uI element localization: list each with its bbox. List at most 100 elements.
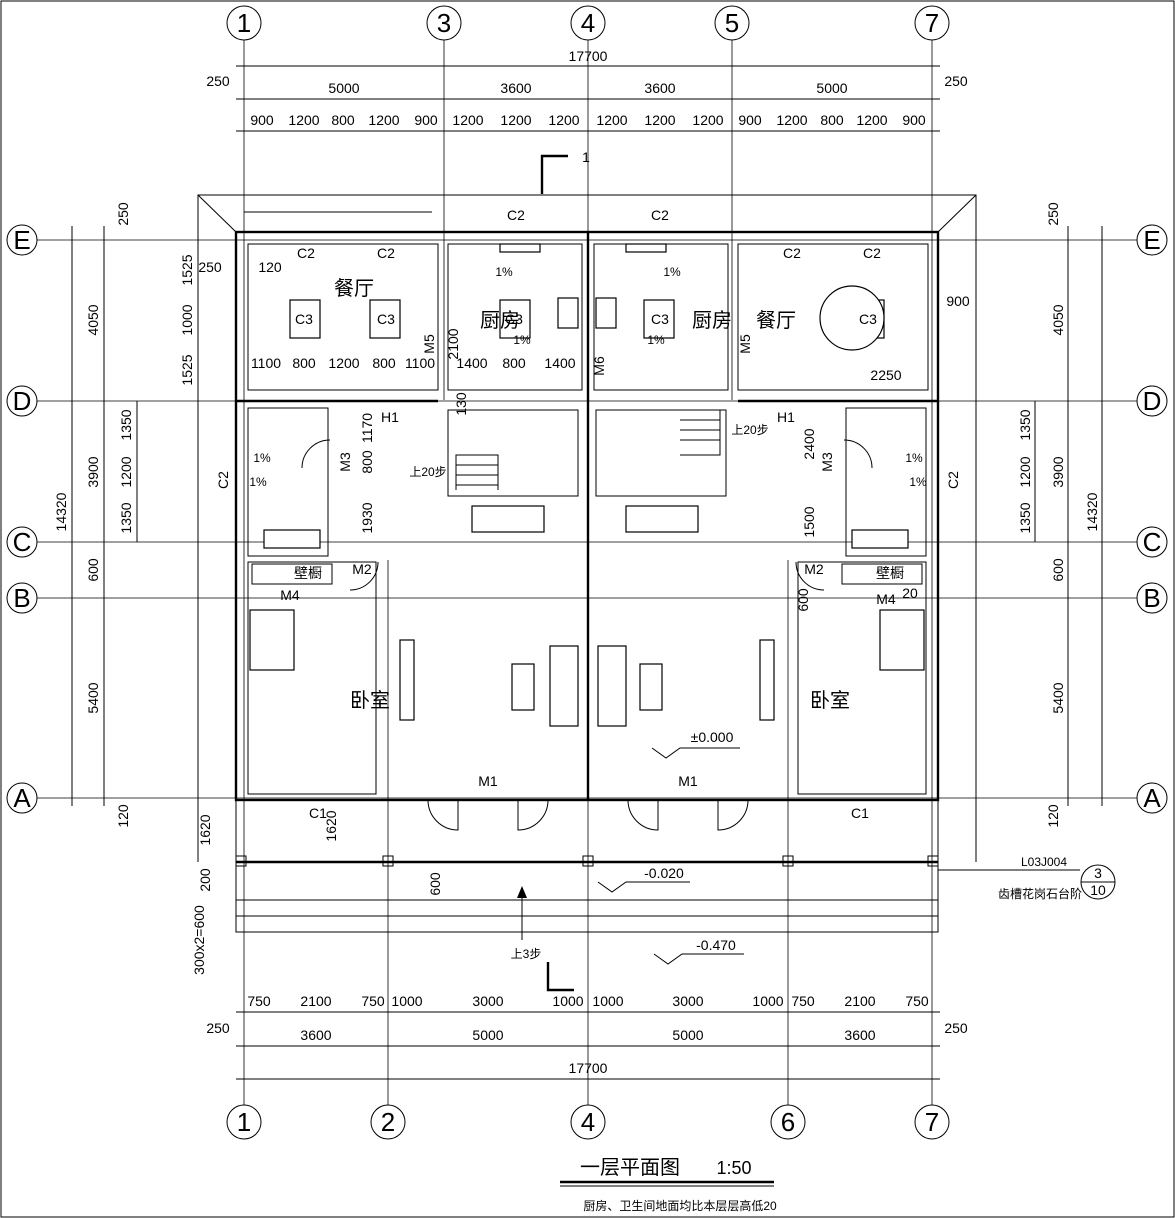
right-axis-bubbles: E D C B A <box>1136 224 1168 814</box>
dim-misc-12: 20 <box>902 585 918 601</box>
drawing-title: 一层平面图 <box>580 1157 680 1179</box>
axis-label-bottom-6: 6 <box>781 1107 795 1137</box>
dim-top-row3-11: 900 <box>738 112 762 128</box>
tag-m1-1: M1 <box>478 773 498 789</box>
level-floor: ±0.000 <box>691 729 734 745</box>
tag-m4-1: M4 <box>280 587 300 603</box>
stair-hall-right <box>595 409 727 497</box>
bedroom-right-outline <box>797 561 927 795</box>
dim-bottom-row1-5: 1000 <box>552 993 583 1009</box>
kitchen-counter-right <box>643 299 675 339</box>
section-marks: 1 <box>540 149 590 992</box>
column-7 <box>927 855 939 867</box>
dim-bottom-row1-4: 3000 <box>472 993 503 1009</box>
tag-c3-2: C3 <box>377 311 395 327</box>
dim-left-porch-2: 300x2=600 <box>191 905 207 975</box>
tag-c2-3: C2 <box>507 207 525 223</box>
dim-bottom-row2-a: 3600 <box>300 1027 331 1043</box>
tag-m5-2: M5 <box>737 334 753 354</box>
dim-bottom-row1-8: 1000 <box>752 993 783 1009</box>
tag-slope-2: 1% <box>663 265 681 279</box>
dim-misc-8: 1500 <box>801 506 817 537</box>
dim-top-edge-left: 250 <box>206 73 230 89</box>
door-m1-left-a <box>427 799 459 831</box>
sink-right <box>595 297 617 329</box>
tag-slope-7: 1% <box>905 451 923 465</box>
dim-bottom-row1-1: 2100 <box>300 993 331 1009</box>
dim-left-edge: 250 <box>115 202 131 226</box>
dim-dining-0: 1100 <box>251 355 281 371</box>
dim-top-edge-right: 250 <box>944 73 968 89</box>
bottom-axis-bubbles: 1 2 4 6 7 <box>226 1104 950 1140</box>
axis-label-right-A: A <box>1143 783 1161 813</box>
tag-m5-1: M5 <box>421 334 437 354</box>
furniture <box>249 243 925 727</box>
stair-right <box>680 409 721 456</box>
dim-top-row2-a: 5000 <box>328 80 359 96</box>
dim-bottom-row1-10: 2100 <box>844 993 875 1009</box>
dim-right-sub-1: 1200 <box>1017 456 1033 487</box>
drawing-scale: 1:50 <box>716 1158 751 1178</box>
dim-right-bay-2: 600 <box>1050 558 1066 582</box>
dim-bottom-row1-3: 1000 <box>391 993 422 1009</box>
dim-left-bay-2: 600 <box>85 558 101 582</box>
level-mark-floor-icon <box>651 747 740 759</box>
dim-bottom-row1-9: 750 <box>791 993 815 1009</box>
axis-label-bottom-2: 2 <box>381 1107 395 1137</box>
dim-top-row3-1: 1200 <box>288 112 319 128</box>
kitchen-counter-left <box>499 299 531 339</box>
dining-table-left-a <box>289 299 321 339</box>
room-label-kitchen-right: 厨房 <box>692 309 732 332</box>
dim-top-row3-9: 1200 <box>644 112 675 128</box>
interior-dimensions: 1100 800 1200 800 1100 1400 800 1400 120… <box>198 259 970 896</box>
axis-label-left-D: D <box>13 386 32 416</box>
room-label-bedroom-left: 卧室 <box>350 689 390 712</box>
room-label-dining-left: 餐厅 <box>334 277 374 300</box>
door-m3-left <box>301 439 331 469</box>
dim-left-dining-1: 1000 <box>179 304 195 335</box>
tag-slope-5: 1% <box>253 451 271 465</box>
tag-c2-6: C2 <box>863 245 881 261</box>
sofa-left <box>471 505 545 533</box>
axis-label-top-7: 7 <box>925 8 939 38</box>
dim-top-total: 17700 <box>569 48 608 64</box>
tag-slope-3: 1% <box>513 333 531 347</box>
dim-top-row3-7: 1200 <box>548 112 579 128</box>
room-label-bedroom-right: 卧室 <box>810 689 850 712</box>
axis-label-left-E: E <box>13 225 30 255</box>
door-m1-left-b <box>517 799 549 831</box>
roof-hip-right <box>937 194 977 233</box>
tag-c3-5: C3 <box>859 311 877 327</box>
dim-misc-1: 250 <box>198 259 222 275</box>
dim-top-row3-3: 1200 <box>368 112 399 128</box>
dim-misc-14: 600 <box>427 872 443 896</box>
axis-label-top-3: 3 <box>437 8 451 38</box>
axis-label-left-B: B <box>13 583 30 613</box>
dim-bottom-row1-11: 750 <box>905 993 929 1009</box>
dim-bottom-row2-d: 3600 <box>844 1027 875 1043</box>
axis-label-bottom-4: 4 <box>581 1107 595 1137</box>
dim-top-row2-d: 5000 <box>816 80 847 96</box>
title-block: 一层平面图 1:50 厨房、卫生间地面均比本层层高低20 <box>560 1157 777 1213</box>
dim-left-bay-1: 3900 <box>85 456 101 487</box>
section-cut-bottom <box>546 962 574 992</box>
axis-label-top-5: 5 <box>725 8 739 38</box>
dining-table-left-b <box>369 299 401 339</box>
dim-misc-9: 900 <box>946 293 970 309</box>
detail-reference: 3 10 L03J004 齿槽花岗石台阶 <box>938 855 1116 901</box>
sofa-right <box>625 505 699 533</box>
sink-left <box>557 297 579 329</box>
dim-bottom-row1-7: 3000 <box>672 993 703 1009</box>
sofa-living-left <box>549 645 579 727</box>
tag-c3-4: C3 <box>651 311 669 327</box>
dim-top-row2-b: 3600 <box>500 80 531 96</box>
coffee-table-right <box>639 663 663 711</box>
sofa-living-right <box>597 645 627 727</box>
stair-left <box>455 454 499 490</box>
tag-c3-1: C3 <box>295 311 313 327</box>
tv-cabinet-right <box>759 639 775 721</box>
axis-label-right-C: C <box>1143 527 1162 557</box>
dim-misc-2: 2100 <box>445 328 461 359</box>
dim-bottom-row1-6: 1000 <box>592 993 623 1009</box>
dim-left-bay-0: 4050 <box>85 304 101 335</box>
